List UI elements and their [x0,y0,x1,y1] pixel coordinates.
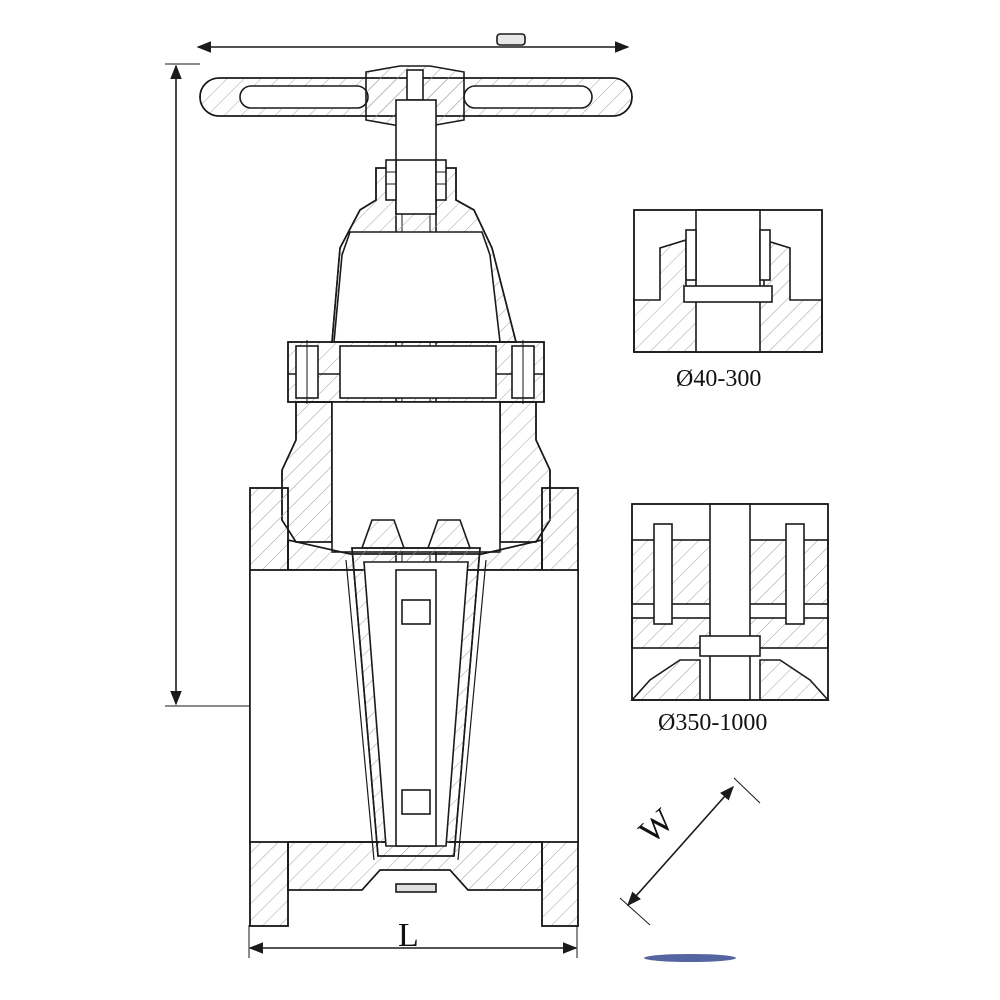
body-neck [281,401,551,553]
dimension-label-width: W [632,801,681,851]
detail-caption-large: Ø350-1000 [658,710,767,736]
detail-caption-small: Ø40-300 [676,366,761,392]
bonnet [331,159,518,343]
bonnet-flange [287,340,545,404]
blue-smudge [644,954,736,962]
detail-view-small [633,209,823,353]
dimension-label-length: L [398,917,419,954]
detail-view-large [630,503,830,701]
gate-wedge [345,519,487,861]
